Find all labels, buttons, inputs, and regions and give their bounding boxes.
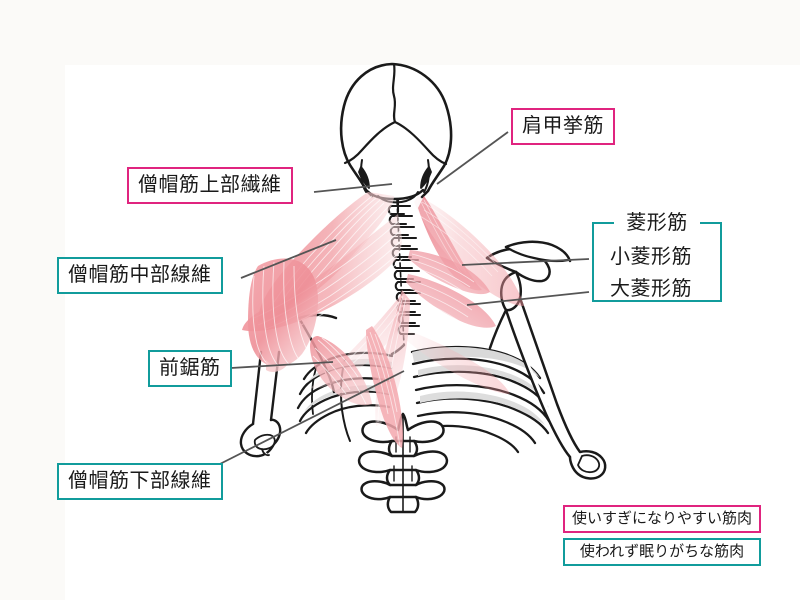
- label-rhomboid-minor[interactable]: 小菱形筋: [610, 246, 692, 268]
- label-serratus-anterior[interactable]: 前鋸筋: [148, 350, 232, 387]
- label-levator-scapulae[interactable]: 肩甲挙筋: [511, 108, 615, 145]
- rhomboid-bracket-top-right: [700, 222, 722, 224]
- label-rhomboid-major[interactable]: 大菱形筋: [610, 278, 692, 300]
- label-trapezius-lower[interactable]: 僧帽筋下部線維: [57, 463, 223, 500]
- rhomboid-bracket-top-left: [592, 222, 614, 224]
- label-trapezius-upper[interactable]: 僧帽筋上部繊維: [127, 167, 293, 204]
- legend: 使いすぎになりやすい筋肉 使われず眠りがちな筋肉: [563, 505, 762, 566]
- legend-item-dormant: 使われず眠りがちな筋肉: [563, 538, 762, 566]
- label-trapezius-middle[interactable]: 僧帽筋中部線維: [57, 257, 223, 294]
- rhomboid-group-title: 菱形筋: [626, 212, 688, 234]
- rhomboid-group: 菱形筋 小菱形筋 大菱形筋: [592, 206, 722, 302]
- rhomboid-bracket: [592, 222, 722, 302]
- legend-item-overused: 使いすぎになりやすい筋肉: [563, 505, 762, 533]
